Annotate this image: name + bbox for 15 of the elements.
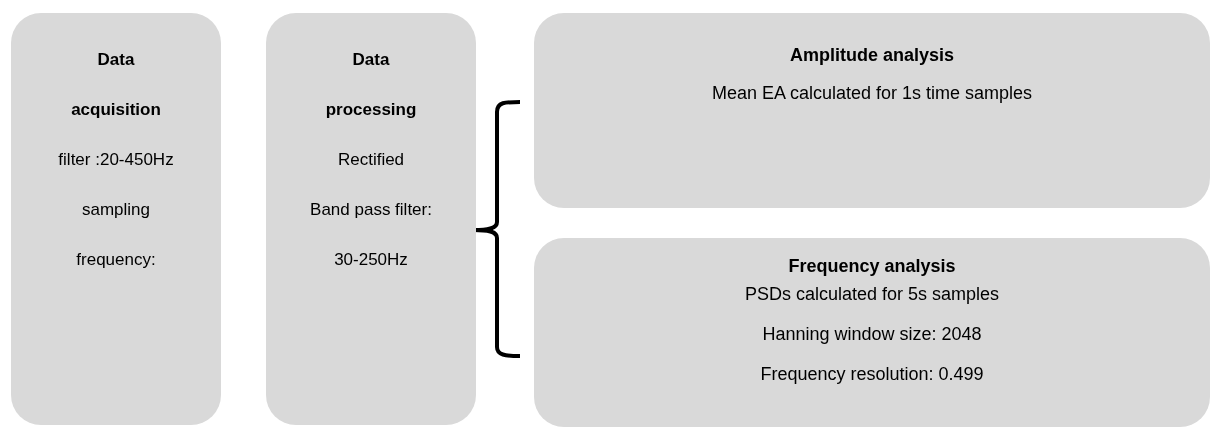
box-heading: Frequency analysis [787,255,957,278]
box-text: sampling frequency: [75,199,157,271]
box-text: Hanning window size: 2048 [761,323,983,346]
box-text: Band pass filter: 30-250Hz [309,199,433,271]
box-text: PSDs calculated for 5s samples [743,283,1001,306]
box-text: Frequency resolution: 0.499 [759,363,985,386]
box-heading: Amplitude analysis [788,44,956,67]
box-text: Rectified [336,149,406,171]
process-box [534,238,1210,427]
process-box [266,13,476,425]
process-box [534,13,1210,208]
box-heading: Data processing [324,49,418,121]
box-text: filter :20-450Hz [57,149,175,171]
process-box [11,13,221,425]
box-text: Mean EA calculated for 1s time samples [710,82,1034,105]
